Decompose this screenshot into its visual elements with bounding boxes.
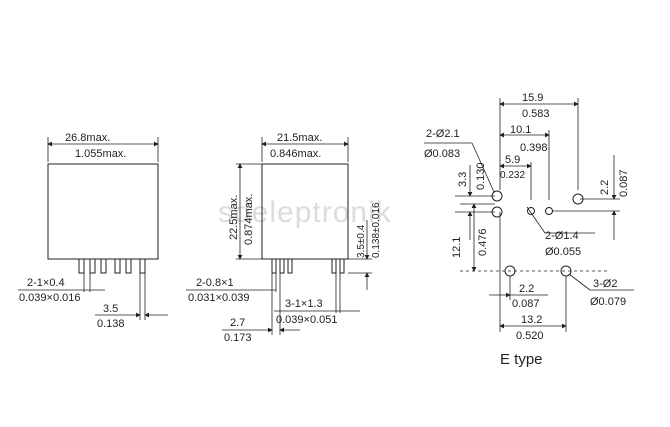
view1-pitch-in: 0.138 xyxy=(97,318,125,330)
view2-pinlen-mm: 3.5±0.4 xyxy=(356,224,367,258)
view3-hole-c-in: Ø0.079 xyxy=(590,296,626,308)
pin xyxy=(114,258,121,274)
hole-small xyxy=(527,207,535,215)
view3-small-mm: 5.9 xyxy=(505,154,520,166)
view3-hole-small-in: Ø0.055 xyxy=(545,246,581,258)
view3-small-in: 0.232 xyxy=(500,170,525,181)
pin xyxy=(100,258,107,274)
view1-pin-in: 0.039×0.016 xyxy=(19,292,80,304)
pin xyxy=(78,258,85,274)
view3-hole-big-in: Ø0.083 xyxy=(424,148,460,160)
view3-center-v-in: 0.476 xyxy=(477,228,489,256)
view3-hole-c-mm: 3-Ø2 xyxy=(593,278,617,290)
view3-bottom-mm: 13.2 xyxy=(521,314,542,326)
pin xyxy=(279,258,285,274)
view-3-footprint: 15.9 0.583 10.1 0.398 5.9 0.232 2-Ø2.1 Ø… xyxy=(424,92,634,368)
pin xyxy=(339,258,345,274)
view2-height-in: 0.874max. xyxy=(243,194,255,245)
relay-body-side xyxy=(261,163,349,260)
view2-pin-b-mm: 3-1×1.3 xyxy=(285,298,323,310)
view1-pitch-mm: 3.5 xyxy=(103,303,118,315)
hole-small xyxy=(545,207,553,215)
view2-pitch-mm: 2.7 xyxy=(230,317,245,329)
view1-pin-mm: 2-1×0.4 xyxy=(27,277,65,289)
view3-bottom-small-in: 0.087 xyxy=(512,298,540,310)
pin xyxy=(139,258,146,274)
view3-right-v-in: 0.087 xyxy=(618,169,630,197)
view3-mid-mm: 10.1 xyxy=(510,124,531,136)
view3-bottom-small-mm: 2.2 xyxy=(519,283,534,295)
view-2-side: 21.5max. 0.846max. 22.5max. 0.874max. 3.… xyxy=(186,132,382,344)
view1-width-mm: 26.8max. xyxy=(65,132,110,144)
view3-right-v-mm: 2.2 xyxy=(599,180,611,195)
type-label: E type xyxy=(500,351,543,368)
view2-width-mm: 21.5max. xyxy=(277,132,322,144)
view2-width-in: 0.846max. xyxy=(270,148,321,160)
view2-pin-a-in: 0.031×0.039 xyxy=(188,292,249,304)
view3-left-v-in: 0.130 xyxy=(475,162,487,190)
view3-left-v-mm: 3.3 xyxy=(457,172,469,187)
watermark-text: sdeleptronik xyxy=(218,196,392,229)
view3-top-in: 0.583 xyxy=(522,108,550,120)
relay-body-front xyxy=(47,163,159,260)
view3-hole-big-mm: 2-Ø2.1 xyxy=(426,128,460,140)
view-1-front: 26.8max. 1.055max. 2-1×0.4 0.039×0.016 3… xyxy=(18,132,168,330)
pin xyxy=(271,258,277,274)
view3-center-v-mm: 12.1 xyxy=(451,237,463,258)
view2-pin-b-in: 0.039×0.051 xyxy=(276,314,337,326)
view3-hole-small-mm: 2-Ø1.4 xyxy=(545,230,579,242)
view3-bottom-in: 0.520 xyxy=(516,330,544,342)
view3-top-mm: 15.9 xyxy=(522,92,543,104)
pin xyxy=(125,258,132,274)
view2-pinlen-in: 0.138±0.016 xyxy=(371,202,382,258)
pin xyxy=(331,258,337,274)
pin xyxy=(287,258,293,274)
view3-mid-in: 0.398 xyxy=(520,142,548,154)
view2-pin-a-mm: 2-0.8×1 xyxy=(196,277,234,289)
view2-height-mm: 22.5max. xyxy=(228,195,240,240)
view1-width-in: 1.055max. xyxy=(75,148,126,160)
view2-pitch-in: 0.173 xyxy=(224,332,252,344)
pin xyxy=(89,258,96,274)
